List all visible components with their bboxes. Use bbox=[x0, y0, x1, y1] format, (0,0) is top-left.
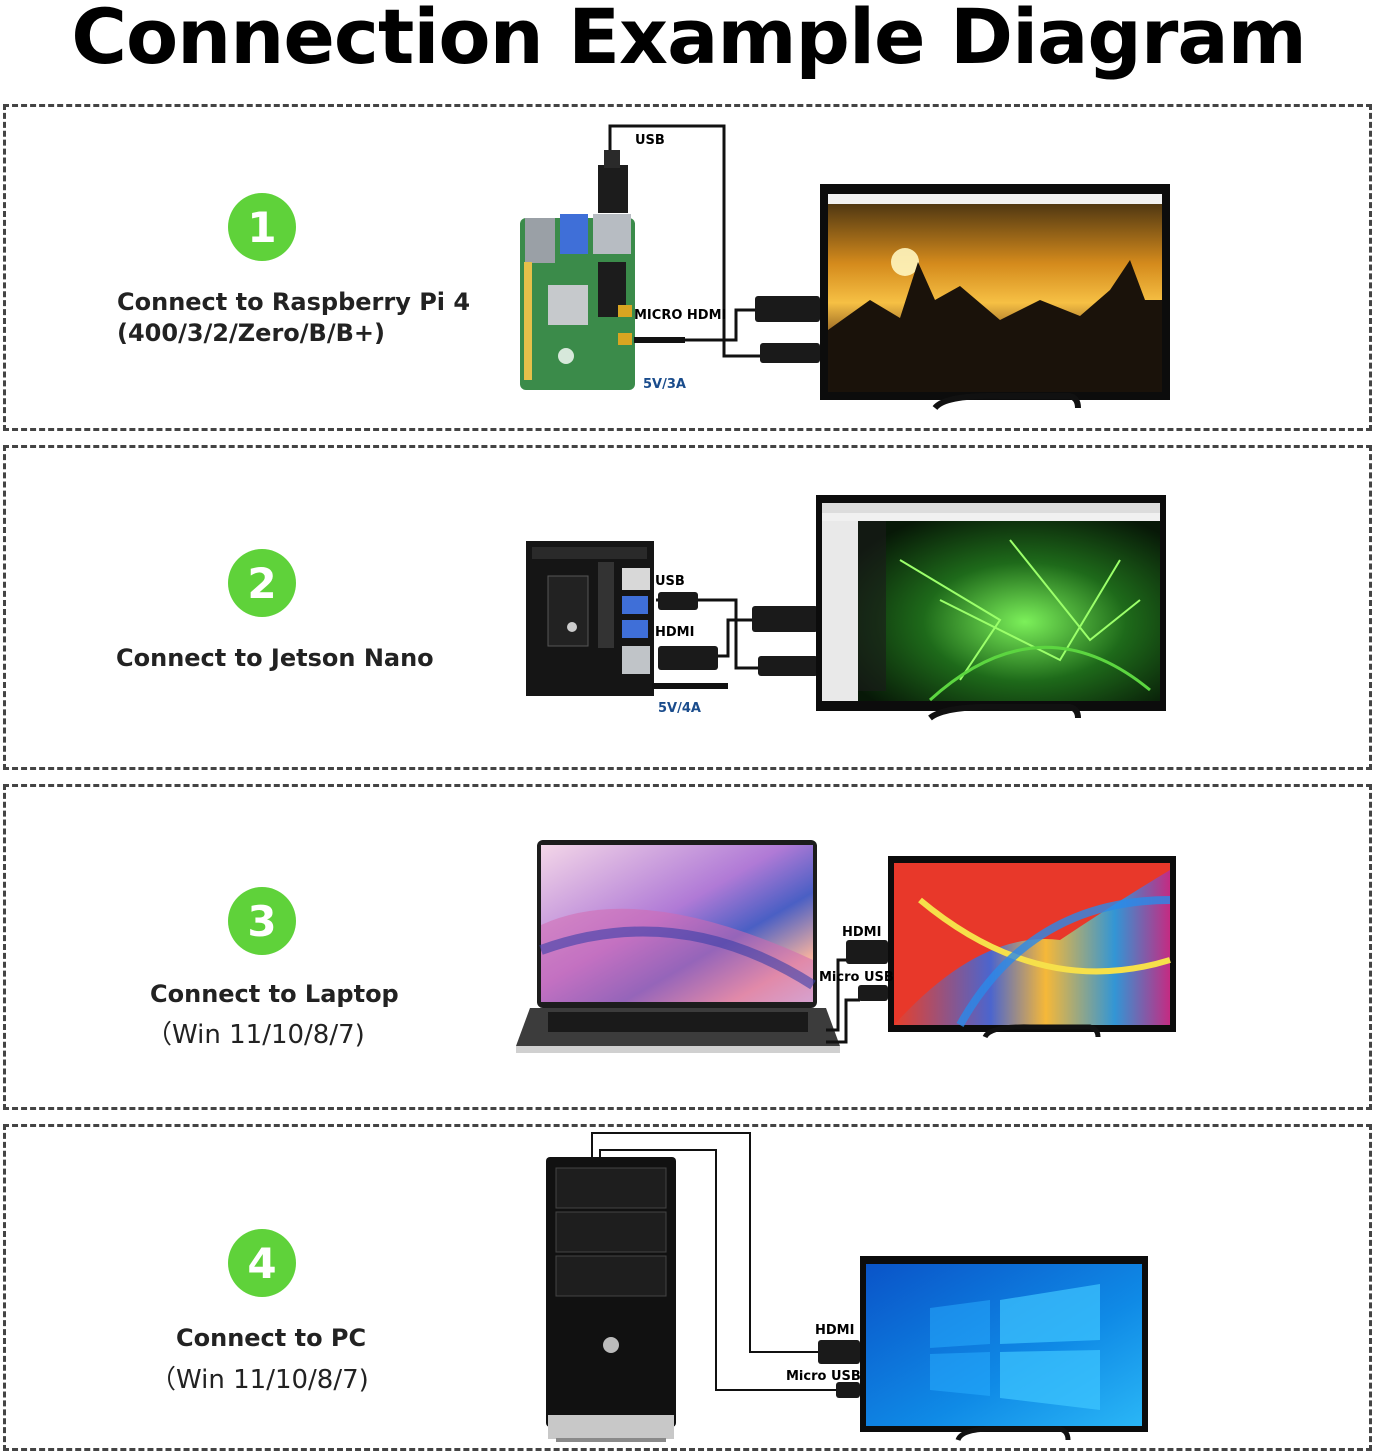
panel-1-subtitle: (400/3/2/Zero/B/B+) bbox=[117, 319, 385, 347]
hdmi-plug-4 bbox=[818, 1340, 860, 1364]
hdmi-cable-2 bbox=[718, 618, 760, 658]
page-title: Connection Example Diagram bbox=[71, 0, 1307, 81]
monitor-1 bbox=[820, 184, 1170, 411]
p2-usb-label: USB bbox=[655, 574, 685, 589]
usb-plug-2b bbox=[758, 656, 818, 676]
usb-cable-3 bbox=[826, 998, 860, 1044]
panel-3-subtitle: （Win 11/10/8/7) bbox=[146, 1020, 365, 1050]
laptop bbox=[516, 840, 840, 1053]
hdmi-cable-4 bbox=[591, 1132, 818, 1353]
p2-power-label: 5V/4A bbox=[658, 701, 701, 716]
step-badge-4: 4 bbox=[228, 1229, 296, 1297]
usb-plug-3 bbox=[858, 985, 888, 1001]
usb-cable-4 bbox=[599, 1149, 838, 1391]
p4-video-label: HDMI bbox=[815, 1323, 855, 1338]
panel-4-subtitle: （Win 11/10/8/7) bbox=[150, 1365, 369, 1395]
raspberry-pi-board bbox=[520, 214, 635, 390]
pc-tower bbox=[546, 1157, 676, 1442]
p3-power-label: Micro USB bbox=[819, 970, 894, 985]
hdmi-cable-3 bbox=[826, 958, 848, 1032]
monitor-4 bbox=[860, 1256, 1148, 1442]
p1-power-label: 5V/3A bbox=[643, 377, 686, 392]
hdmi-plug-1 bbox=[755, 296, 820, 322]
usb-cable-1 bbox=[598, 124, 760, 358]
panel-2-title: Connect to Jetson Nano bbox=[116, 644, 434, 672]
panel-4-title: Connect to PC bbox=[176, 1324, 367, 1352]
hdmi-plug-2a bbox=[658, 646, 718, 670]
hdmi-plug-3 bbox=[846, 940, 888, 964]
step-badge-3: 3 bbox=[228, 887, 296, 955]
step-badge-2: 2 bbox=[228, 549, 296, 617]
p3-video-label: HDMI bbox=[842, 925, 882, 940]
panel-1-title: Connect to Raspberry Pi 4 bbox=[117, 288, 471, 316]
monitor-3 bbox=[888, 856, 1176, 1039]
monitor-2 bbox=[816, 495, 1166, 721]
usb-plug-4 bbox=[836, 1382, 860, 1398]
usb-plug-2a bbox=[658, 592, 698, 610]
p4-power-label: Micro USB bbox=[786, 1369, 861, 1384]
jetson-nano-board bbox=[526, 541, 654, 696]
p2-video-label: HDMI bbox=[655, 625, 695, 640]
p1-video-label: MICRO HDMI bbox=[634, 308, 727, 323]
hdmi-plug-2b bbox=[752, 606, 818, 632]
panel-3-title: Connect to Laptop bbox=[150, 980, 399, 1008]
usb-plug-1 bbox=[760, 343, 820, 363]
p1-usb-label: USB bbox=[635, 133, 665, 148]
step-badge-1: 1 bbox=[228, 193, 296, 261]
